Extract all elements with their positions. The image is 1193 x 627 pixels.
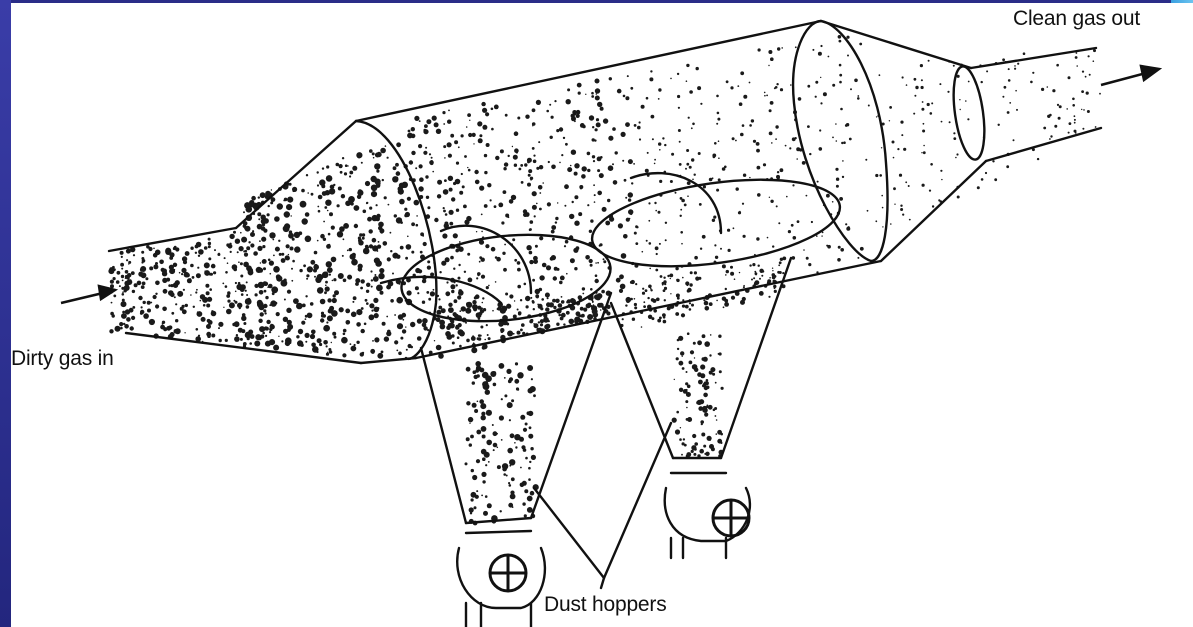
outlet-pipe bbox=[971, 48, 1101, 161]
outlet-pipe-ring bbox=[949, 65, 990, 162]
outlet-arrow-icon bbox=[1101, 66, 1159, 85]
chamber-outlet-rim bbox=[793, 21, 887, 261]
diagram-canvas: Clean gas out Dirty gas in Dust hoppers bbox=[11, 3, 1193, 627]
inlet-pipe bbox=[109, 228, 361, 363]
hopper-1-valve bbox=[457, 518, 545, 608]
label-dust-hoppers: Dust hoppers bbox=[544, 593, 667, 617]
frame-sidebar bbox=[0, 0, 11, 627]
settling-chamber-drawing bbox=[11, 3, 1193, 627]
hopper-pointer-lines bbox=[534, 423, 671, 578]
valve-wheel-icon bbox=[490, 555, 526, 591]
label-clean-gas-out: Clean gas out bbox=[1013, 7, 1140, 31]
inlet-arrow-icon bbox=[61, 286, 115, 303]
chamber-top-edge bbox=[356, 21, 821, 121]
valve-wheel-icon bbox=[713, 500, 749, 536]
dust-particles bbox=[108, 35, 1101, 525]
flow-arc-2 bbox=[631, 173, 721, 233]
hopper-2-opening bbox=[587, 166, 846, 280]
label-dirty-gas-in: Dirty gas in bbox=[11, 347, 114, 371]
hopper-2-cone bbox=[611, 258, 791, 458]
